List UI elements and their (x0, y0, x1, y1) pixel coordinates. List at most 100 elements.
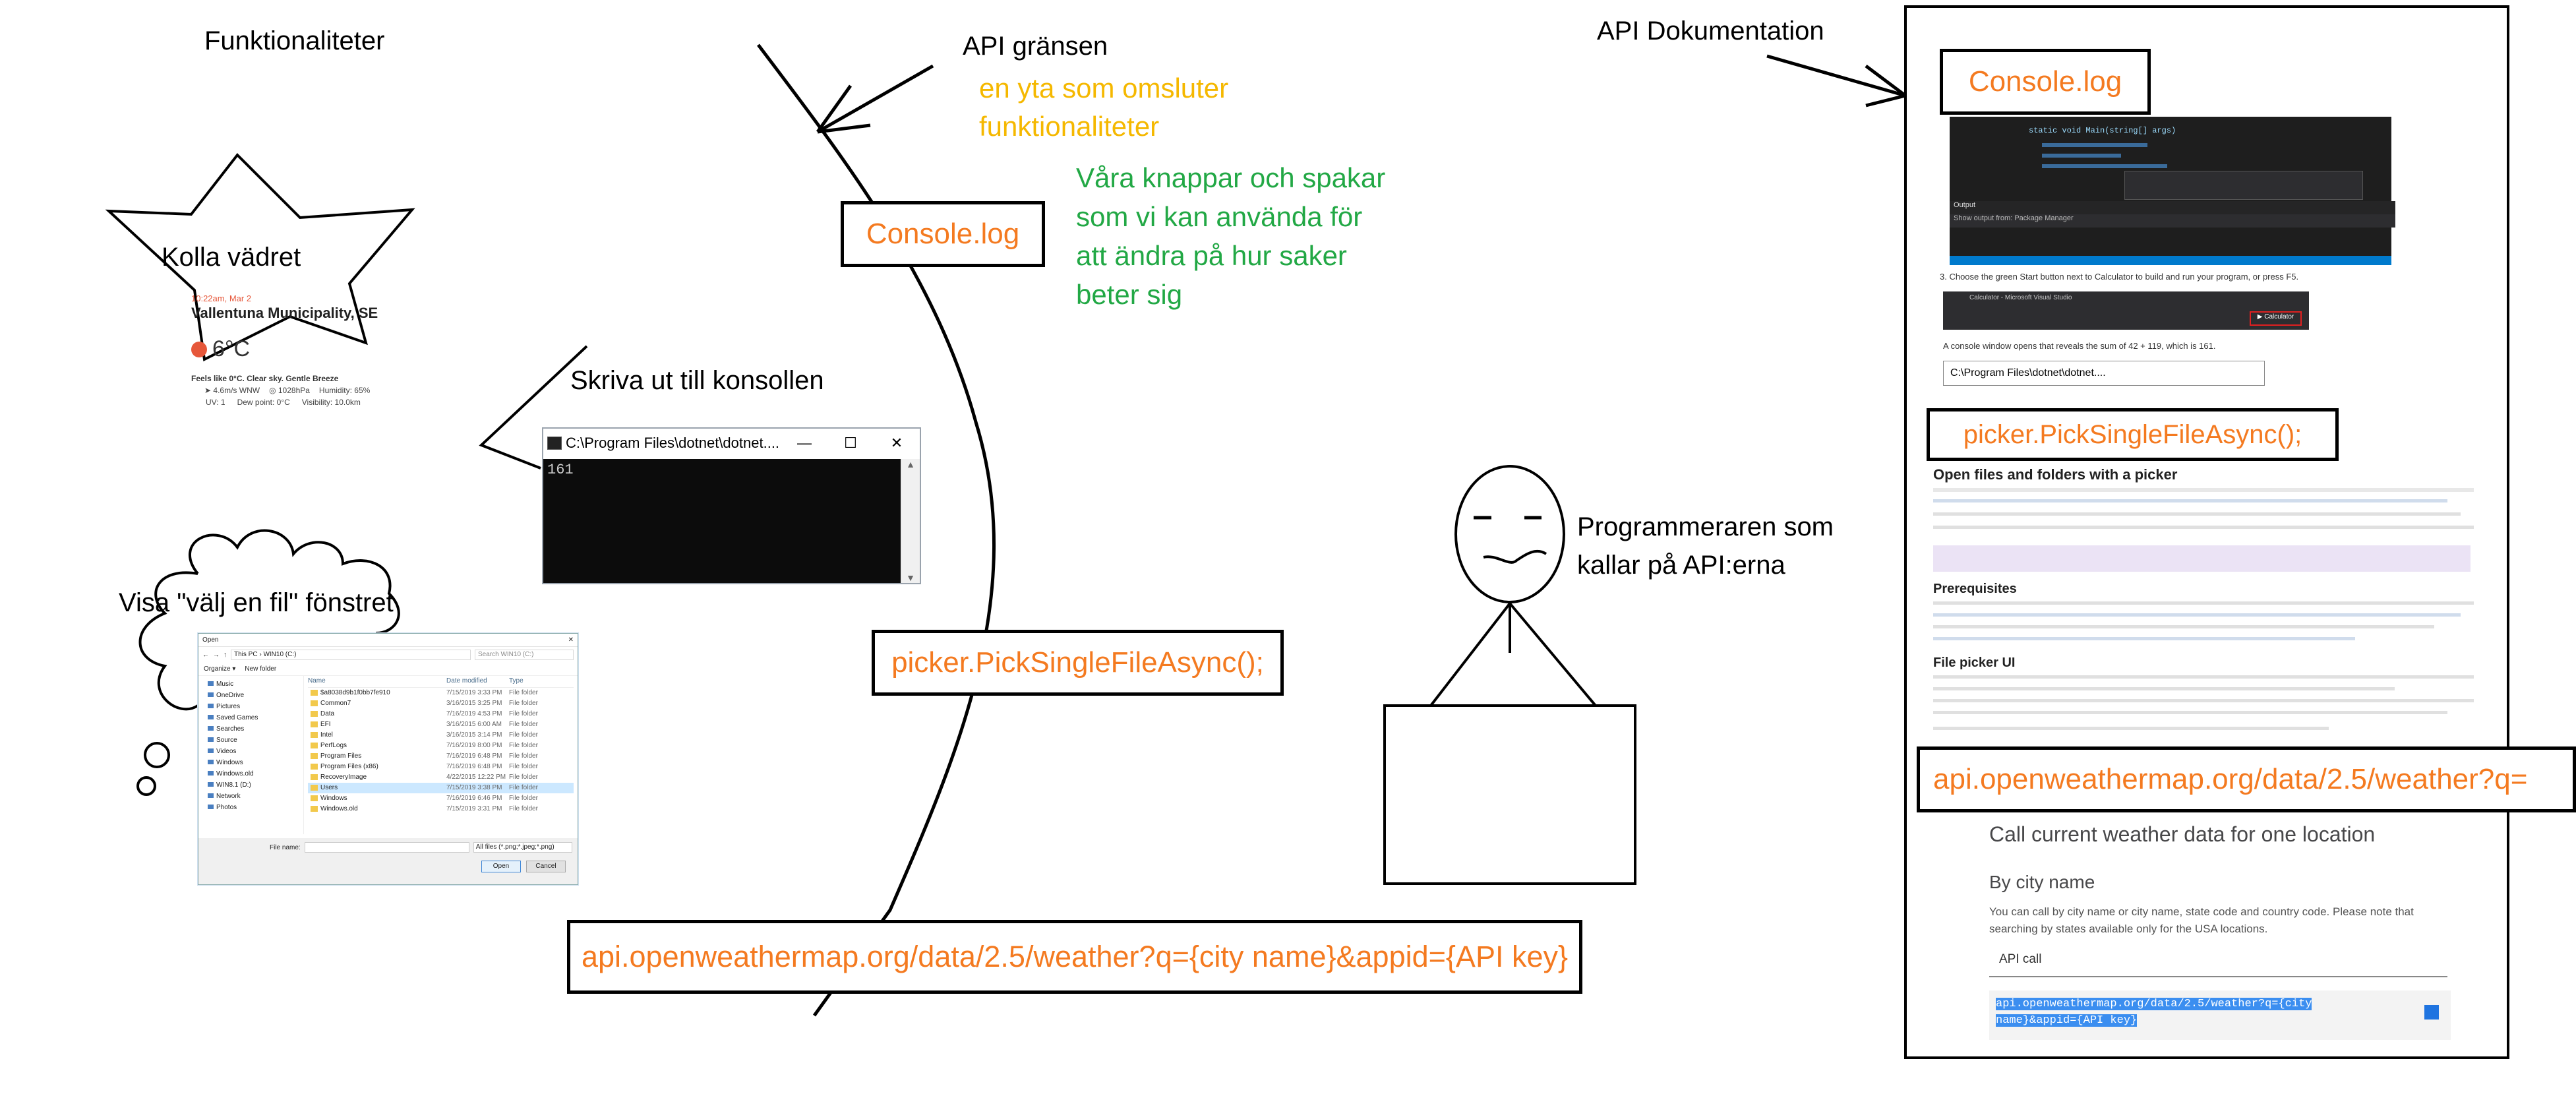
console-app-icon (547, 437, 562, 450)
file-type: File folder (509, 774, 538, 781)
open-button[interactable]: Open (481, 861, 521, 872)
nav-item[interactable]: Saved Games (208, 712, 301, 723)
file-name: RecoveryImage (320, 774, 367, 781)
maximize-button[interactable]: ☐ (844, 435, 857, 451)
code-line (2042, 164, 2167, 168)
folder-icon (208, 692, 214, 697)
api-grans-label: API gränsen (963, 32, 1108, 61)
dialog-path[interactable]: This PC › WIN10 (C:) (231, 650, 471, 660)
col-date[interactable]: Date modified (446, 677, 487, 685)
nav-item[interactable]: OneDrive (208, 690, 301, 701)
dialog-footer: File name: All files (*.png;*.jpeg;*.png… (198, 838, 578, 884)
file-type: File folder (509, 763, 538, 770)
doc-text-line (1933, 687, 2395, 690)
file-name: Windows.old (320, 805, 358, 812)
nav-item[interactable]: WIN8.1 (D:) (208, 779, 301, 791)
weather-temperature: 6°C (212, 336, 251, 361)
minimize-button[interactable]: — (797, 435, 812, 451)
file-type: File folder (509, 805, 538, 812)
cancel-button[interactable]: Cancel (526, 861, 566, 872)
file-name: Intel (320, 731, 333, 739)
code-line (2042, 143, 2147, 147)
vs-editor-screenshot: static void Main(string[] args) Output S… (1950, 117, 2395, 265)
dialog-search-input[interactable]: Search WIN10 (C:) (475, 650, 574, 660)
nav-item[interactable]: Music (208, 679, 301, 690)
doc-console-window: C:\Program Files\dotnet\dotnet.... (1943, 361, 2265, 386)
nav-item[interactable]: Windows (208, 757, 301, 768)
console-scrollbar[interactable]: ▲ ▼ (901, 459, 920, 583)
nav-item[interactable]: Videos (208, 746, 301, 757)
col-name[interactable]: Name (308, 677, 326, 685)
file-type: File folder (509, 752, 538, 760)
nav-item[interactable]: Searches (208, 723, 301, 735)
folder-icon (311, 711, 318, 717)
doc-divider (1989, 976, 2447, 977)
copy-icon[interactable] (2424, 1005, 2439, 1020)
folder-icon (311, 795, 318, 801)
scroll-down-icon[interactable]: ▼ (906, 572, 915, 583)
console-output: 161 (543, 459, 901, 583)
forward-arrow-icon[interactable]: → (213, 651, 220, 659)
doc-heading-open: Open files and folders with a picker (1933, 466, 2178, 483)
doc-console-title: C:\Program Files\dotnet\dotnet.... (1950, 367, 2106, 379)
nav-item[interactable]: Photos (208, 802, 301, 813)
file-type: File folder (509, 731, 538, 739)
back-arrow-icon[interactable]: ← (202, 651, 209, 659)
folder-icon (208, 760, 214, 764)
doc-text-line (1933, 499, 2447, 502)
nav-item[interactable]: Network (208, 791, 301, 802)
folder-icon (311, 743, 318, 748)
file-date: 4/22/2015 12:22 PM (446, 774, 506, 781)
nav-item[interactable]: Windows.old (208, 768, 301, 779)
dialog-close-icon[interactable]: ✕ (568, 636, 574, 644)
skriva-ut-label: Skriva ut till konsollen (570, 366, 824, 395)
ide-title: Calculator - Microsoft Visual Studio (1969, 294, 2072, 301)
file-type: File folder (509, 795, 538, 802)
api-grans-description: en yta som omsluter funktionaliteter (979, 73, 1229, 142)
file-type: File folder (509, 689, 538, 696)
file-name: Program Files (x86) (320, 763, 378, 770)
api-dokumentation-label: API Dokumentation (1597, 16, 1824, 46)
file-date: 7/15/2019 3:33 PM (446, 689, 502, 696)
scroll-up-icon[interactable]: ▲ (906, 459, 915, 470)
weather-location: Vallentuna Municipality, SE (191, 305, 378, 321)
nav-item[interactable]: Pictures (208, 701, 301, 712)
organize-button[interactable]: Organize ▾ (204, 665, 236, 673)
col-type[interactable]: Type (509, 677, 524, 685)
file-name: EFI (320, 721, 331, 728)
weather-pressure: ◎ 1028hPa (269, 386, 310, 395)
weather-time: 10:22am, Mar 2 (191, 293, 252, 303)
ide-run-button[interactable]: ▶ Calculator (2250, 311, 2302, 326)
file-date: 7/16/2019 8:00 PM (446, 742, 502, 749)
doc-picker-box: picker.PickSingleFileAsync(); (1927, 408, 2339, 461)
new-folder-button[interactable]: New folder (245, 665, 277, 673)
weather-wind: ➤ 4.6m/s WNW (204, 386, 260, 395)
ide-output-header: Output (1950, 201, 2395, 214)
folder-icon (311, 785, 318, 791)
folder-icon (311, 764, 318, 770)
file-type-select[interactable]: All files (*.png;*.jpeg;*.png) (473, 842, 572, 853)
up-arrow-icon[interactable]: ↑ (224, 651, 227, 659)
api-grans-arrow (816, 64, 934, 134)
doc-console-result: A console window opens that reveals the … (1943, 341, 2216, 351)
kolla-vadret-label: Kolla vädret (162, 243, 301, 272)
dialog-titlebar: Open ✕ (198, 634, 578, 647)
weather-api-box: api.openweathermap.org/data/2.5/weather?… (567, 920, 1582, 994)
nav-item[interactable]: Source (208, 735, 301, 746)
file-name-input[interactable] (304, 842, 469, 853)
close-button[interactable]: ✕ (890, 435, 903, 451)
doc-weather-title: Call current weather data for one locati… (1989, 822, 2376, 846)
